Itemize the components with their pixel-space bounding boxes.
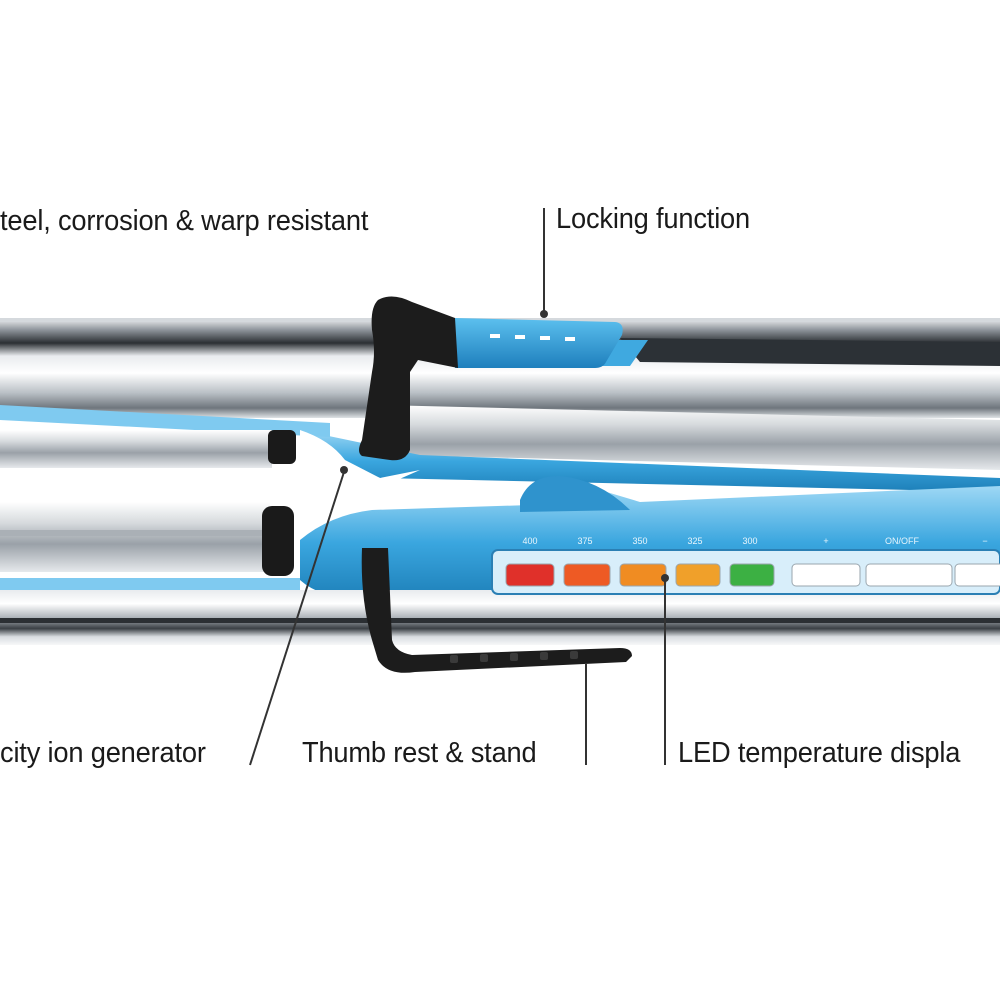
locking-leader-dot: [540, 310, 548, 318]
ion-leader-dot: [340, 466, 348, 474]
lower-arm-body: [0, 590, 1000, 645]
lower-blue-fin: [520, 475, 630, 512]
led-control-button: [865, 563, 953, 587]
led-tick-labels: 400 375 350 325 300 + ON/OFF −: [522, 536, 987, 546]
led-tick-label: 350: [632, 536, 647, 546]
hinge-shadow: [300, 430, 420, 515]
lock-dot-3: [540, 336, 550, 340]
led-temperature-light: [729, 563, 775, 587]
led-tick-label: −: [982, 536, 987, 546]
thumb-rest-grip: [361, 548, 632, 673]
upper-blue-strip: [0, 405, 330, 437]
lower-barrel-cap: [262, 506, 294, 576]
led-tick-label: 300: [742, 536, 757, 546]
locking-switch: [455, 318, 623, 368]
led-panel: 400 375 350 325 300 + ON/OFF −: [491, 536, 1000, 595]
callout-leaders: [249, 208, 666, 766]
lower-barrel-ridge: [0, 530, 270, 536]
led-callout-label: LED temperature displa: [678, 737, 961, 769]
led-tick-label: 400: [522, 536, 537, 546]
upper-grip: [359, 296, 458, 461]
led-control-button: [954, 563, 1000, 587]
led-tick-label: 375: [577, 536, 592, 546]
locking-switch-body: [455, 318, 623, 368]
ion-callout-label: city ion generator: [0, 737, 206, 769]
lower-arm-dark-line: [0, 618, 1000, 623]
thumb-callout-label: Thumb rest & stand: [302, 737, 537, 769]
thumb-rest-ridges: [450, 651, 578, 663]
led-tick-label: ON/OFF: [885, 536, 919, 546]
led-tick-label: 325: [687, 536, 702, 546]
led-panel-border: [491, 549, 1000, 595]
led-leader-dot: [661, 574, 669, 582]
upper-arm-lower-chrome: [380, 405, 1000, 470]
lock-dot-4: [565, 337, 575, 341]
upper-barrel-cap: [268, 430, 296, 464]
led-temperature-light: [619, 563, 667, 587]
led-temperature-light: [563, 563, 611, 587]
led-control-button: [791, 563, 861, 587]
led-temperature-light: [505, 563, 555, 587]
ion-leader-line: [249, 471, 345, 766]
lock-dot-1: [490, 334, 500, 338]
led-indicators: [505, 563, 1000, 587]
plates-callout-label: teel, corrosion & warp resistant: [0, 205, 369, 237]
lower-blue-strip: [0, 578, 300, 592]
upper-dark-recess: [620, 338, 1000, 366]
led-tick-label: +: [823, 536, 828, 546]
led-temperature-light: [675, 563, 721, 587]
lock-dot-2: [515, 335, 525, 339]
locking-callout-label: Locking function: [556, 203, 751, 235]
upper-blue-trim: [300, 430, 1000, 492]
lower-barrel-small: [0, 502, 270, 572]
upper-barrel-small: [0, 430, 272, 468]
